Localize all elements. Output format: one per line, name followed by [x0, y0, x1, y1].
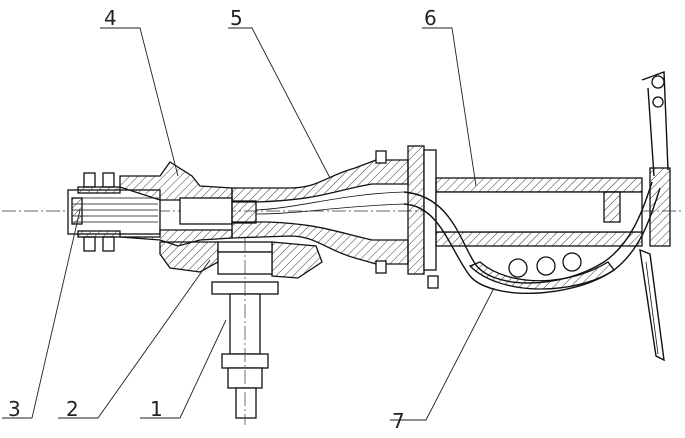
vertical-drive-shaft	[211, 238, 279, 425]
end-bracket-blade	[639, 71, 669, 362]
gear-bearing-seat	[159, 241, 323, 279]
callout-2: 2	[66, 397, 79, 421]
callout-7: 7	[392, 409, 405, 433]
coupling-flange	[407, 145, 439, 289]
left-spline-shaft	[67, 172, 161, 252]
curved-discharge-pipe	[403, 181, 661, 295]
callout-5: 5	[230, 6, 243, 30]
callout-1: 1	[150, 397, 163, 421]
leader-lines	[2, 27, 495, 421]
tapered-barrel	[231, 150, 409, 274]
callout-3: 3	[8, 397, 21, 421]
callout-6: 6	[424, 6, 437, 30]
callout-4: 4	[104, 6, 117, 30]
cylinder-tube	[435, 167, 671, 247]
